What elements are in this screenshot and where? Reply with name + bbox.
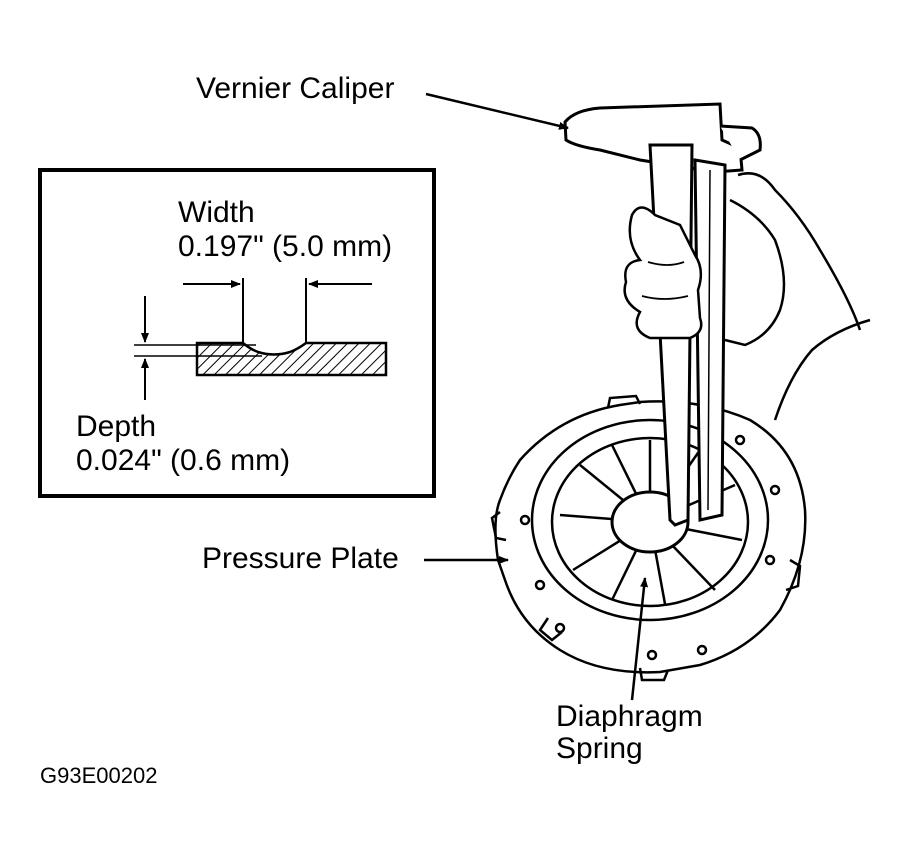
plate-lug-right (785, 558, 802, 592)
diaphragm-label-line2: Spring (556, 732, 643, 765)
plate-lug-bottom-left (538, 617, 563, 642)
bolt-hole (519, 514, 531, 526)
plate-lug-left (490, 511, 507, 542)
width-value: 0.197" (5.0 mm) (178, 230, 393, 263)
figure-code: G93E00202 (40, 763, 158, 788)
pressure-plate-label: Pressure Plate (202, 542, 399, 575)
groove-section (195, 341, 388, 377)
finger-crease (641, 295, 689, 300)
bolt-hole (534, 579, 546, 591)
hand-fingers (623, 206, 703, 340)
depth-value: 0.024" (0.6 mm) (76, 444, 291, 477)
plate-lug-bottom (638, 667, 670, 682)
depth-title: Depth (76, 410, 157, 443)
hand-thumb (737, 172, 862, 331)
bolt-hole (769, 484, 781, 496)
bolt-hole (764, 554, 776, 566)
diaphragm-spring-leader (630, 577, 649, 701)
vernier-caliper-label: Vernier Caliper (196, 72, 395, 105)
caliper-slider (693, 158, 727, 522)
caliper-scale (707, 169, 711, 511)
detail-inset (38, 168, 436, 498)
bolt-hole (554, 622, 566, 634)
hand-drawing (623, 172, 871, 421)
detail-frame (38, 168, 436, 498)
width-title: Width (178, 196, 255, 229)
bolt-hole (696, 644, 708, 656)
vernier-caliper-leader (425, 92, 569, 130)
sleeve-outline (773, 318, 871, 421)
bolt-hole (734, 434, 746, 446)
hand-palm (724, 198, 786, 347)
plate-lug-top (606, 394, 642, 409)
caliper-depth-tip (719, 124, 762, 162)
diaphragm-label-line1: Diaphragm (556, 700, 703, 733)
bolt-hole (646, 649, 658, 661)
finger-crease (647, 261, 685, 266)
caliper-upper-jaw (563, 102, 744, 174)
